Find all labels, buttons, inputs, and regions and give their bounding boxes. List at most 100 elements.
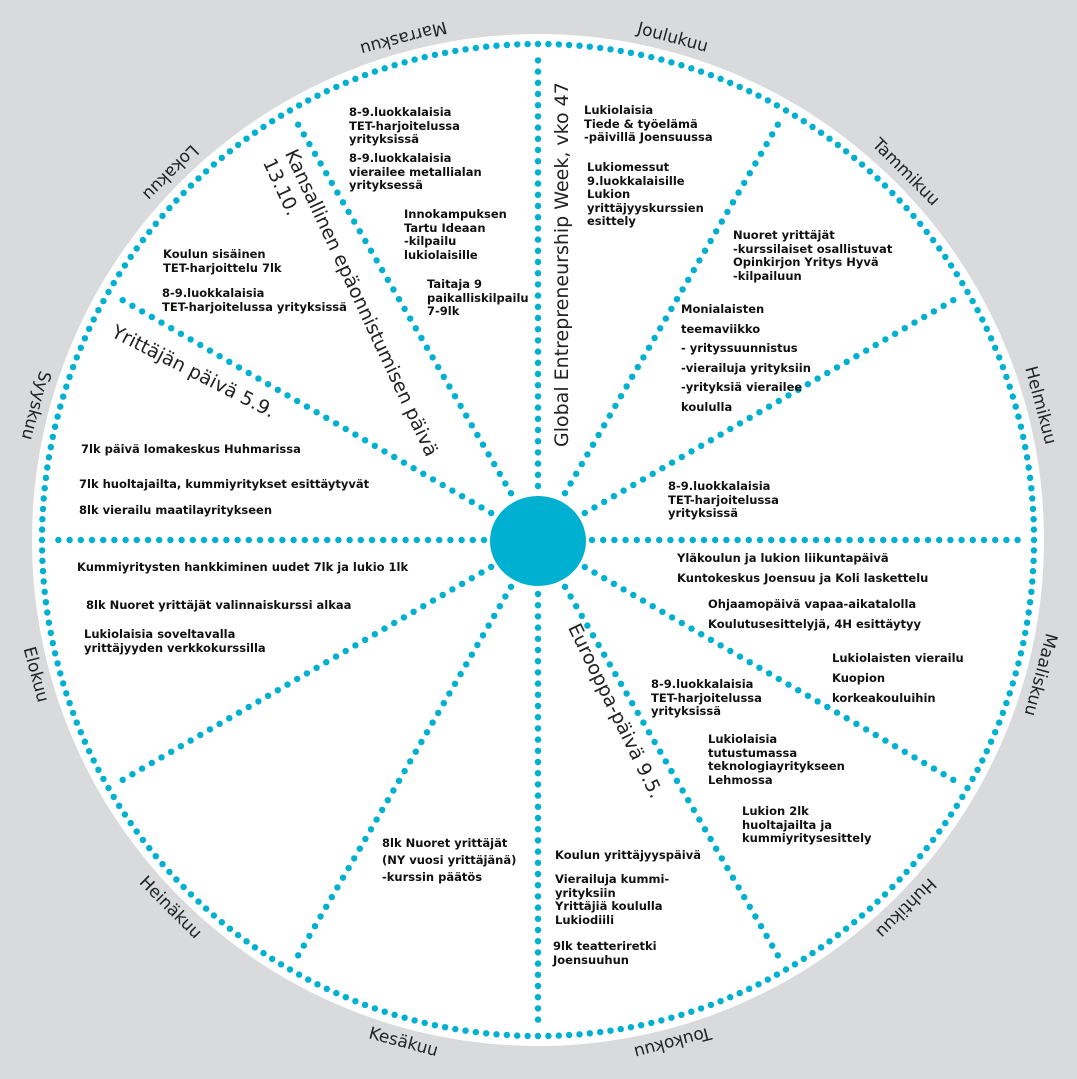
rim-dot — [929, 236, 937, 244]
spoke-dot — [779, 536, 786, 544]
spoke-dot — [853, 353, 860, 360]
rim-dot — [842, 925, 850, 932]
spoke-dot — [200, 536, 208, 544]
rim-dot — [127, 253, 134, 261]
rim-dot — [314, 981, 321, 988]
rim-dot — [1023, 619, 1031, 626]
rim-dot — [727, 994, 734, 1001]
spoke-dot — [534, 337, 542, 344]
spoke-dot — [804, 381, 812, 388]
rim-dot — [152, 853, 159, 860]
spoke-dot — [534, 714, 542, 721]
rim-dot — [305, 976, 312, 983]
rim-dot — [534, 1032, 542, 1040]
spoke-dot — [440, 373, 447, 380]
spoke-dot — [133, 536, 140, 544]
spoke-dot — [534, 169, 542, 176]
spoke-dot — [507, 490, 515, 497]
rim-dot — [286, 107, 294, 114]
spoke-dot — [930, 765, 938, 772]
spoke-dot — [746, 659, 753, 666]
rim-dot — [817, 944, 825, 951]
rim-dot — [851, 154, 858, 161]
spoke-dot — [718, 218, 725, 225]
spoke-dot — [729, 874, 737, 881]
spoke-dot — [534, 725, 542, 732]
spoke-dot — [534, 702, 542, 710]
spoke-dot — [313, 664, 320, 671]
spoke-dot — [629, 373, 636, 380]
spoke-dot — [395, 296, 403, 303]
rim-dot — [826, 135, 833, 142]
spoke-dot — [534, 68, 542, 75]
spoke-dot — [752, 913, 759, 920]
spoke-dot — [1014, 536, 1021, 544]
spoke-dot — [534, 658, 542, 665]
spoke-dot — [534, 837, 542, 844]
rim-dot — [1017, 423, 1025, 430]
spoke-dot — [264, 692, 272, 699]
spoke-dot — [623, 690, 630, 697]
rim-dot — [234, 931, 242, 939]
spoke-dot — [882, 737, 889, 744]
rim-dot — [1012, 670, 1019, 677]
spoke-dot — [167, 536, 174, 544]
spoke-dot — [534, 314, 542, 322]
rim-dot — [565, 41, 573, 49]
rim-dot — [1030, 536, 1038, 544]
spoke-dot — [790, 536, 797, 544]
spoke-dot — [391, 536, 398, 544]
spoke-dot — [678, 536, 685, 544]
spoke-dot — [303, 670, 311, 677]
spoke-dot — [534, 79, 542, 87]
rim-dot — [187, 891, 195, 898]
note-innokampus: Innokampuksen Tartu Ideaan -kilpailu luk… — [404, 207, 507, 262]
spoke-dot — [66, 536, 73, 544]
note-kuopio: Lukiolaisten vierailu Kuopion korkeakoul… — [832, 651, 964, 705]
rim-dot — [1015, 413, 1022, 420]
spoke-dot — [581, 563, 588, 571]
spoke-dot — [256, 536, 264, 544]
rim-dot — [243, 938, 250, 945]
spoke-dot — [458, 493, 466, 500]
spoke-dot — [352, 642, 359, 649]
rim-dot — [874, 175, 881, 182]
rim-dot — [936, 828, 943, 835]
rim-dot — [1029, 567, 1037, 575]
spoke-dot — [300, 942, 307, 949]
rim-dot — [782, 107, 790, 114]
spoke-dot — [373, 816, 380, 823]
spoke-dot — [862, 726, 870, 733]
note-lukio-2lk: Lukion 2lk huoltajailta ja kummiyrityses… — [742, 804, 872, 845]
rim-dot — [736, 989, 743, 997]
spoke-dot — [534, 736, 542, 743]
rim-dot — [295, 971, 303, 978]
rim-dot — [95, 307, 102, 314]
spoke-dot — [833, 364, 841, 371]
spoke-dot — [463, 661, 470, 668]
rim-dot — [910, 860, 917, 868]
spoke-dot — [668, 614, 676, 621]
rim-dot — [159, 860, 166, 868]
spoke-dot — [724, 208, 731, 216]
spoke-dot — [534, 870, 542, 878]
spoke-dot — [468, 651, 475, 658]
spoke-dot — [591, 569, 598, 576]
rim-dot — [472, 44, 479, 52]
rim-dot — [707, 71, 715, 79]
rim-dot — [81, 738, 89, 745]
spoke-dot — [690, 266, 697, 274]
rim-dot — [764, 976, 771, 983]
spoke-dot — [600, 536, 607, 544]
rim-dot — [90, 757, 97, 764]
spoke-dot — [573, 603, 580, 610]
note-monialaisten: Monialaisten teemaviikko - yrityssuunnis… — [681, 302, 811, 414]
rim-dot — [73, 719, 81, 726]
rim-dot — [959, 279, 966, 287]
spoke-dot — [588, 536, 596, 544]
spoke-dot — [390, 286, 397, 293]
spoke-dot — [723, 536, 730, 544]
note-tet-feb: 8-9.luokkalaisia TET-harjoitelussa yrity… — [668, 479, 779, 520]
spoke-dot — [534, 404, 542, 411]
